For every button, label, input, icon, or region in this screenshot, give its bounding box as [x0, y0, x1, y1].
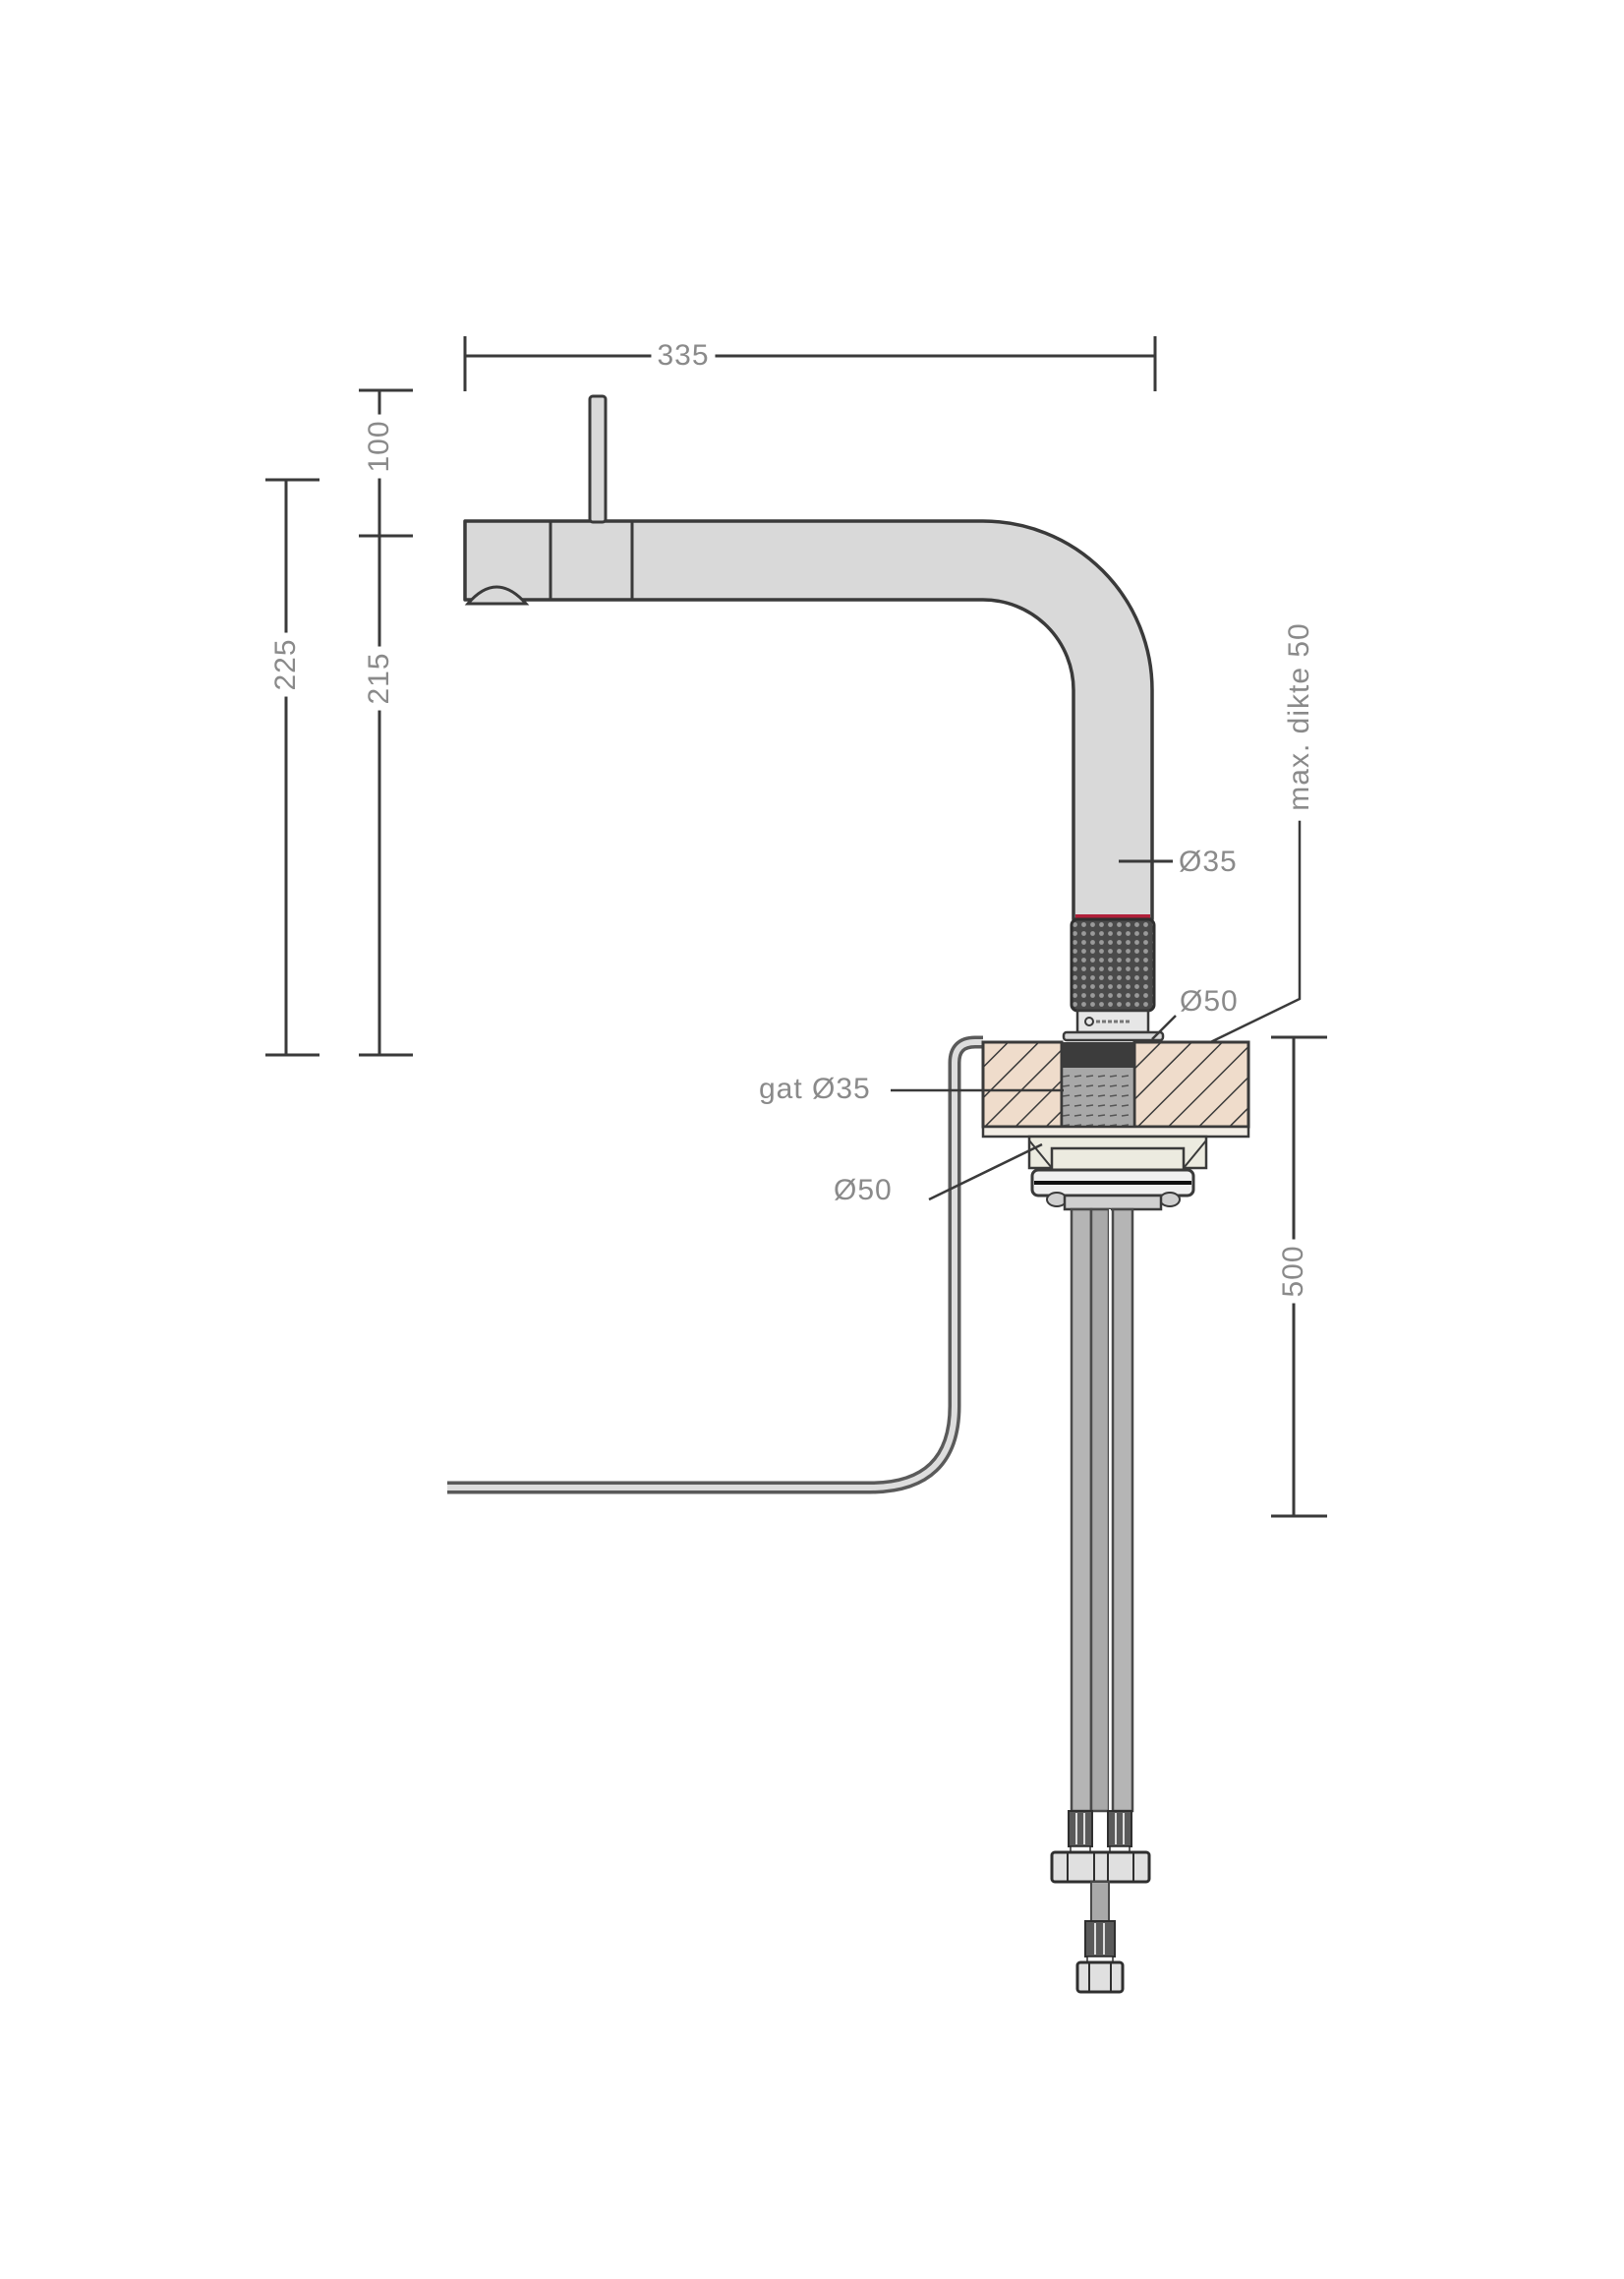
countertop — [891, 1040, 1250, 1129]
dimension-label-100: 100 — [363, 414, 395, 479]
callout-tube-diameter: Ø35 — [1179, 846, 1238, 878]
dimension-335 — [463, 336, 1157, 391]
mounting-nut — [928, 1125, 1250, 1211]
thickness-leader — [1193, 814, 1302, 1052]
dimension-500 — [1271, 1035, 1327, 1518]
dimension-225 — [265, 478, 319, 1057]
dimension-label-500: 500 — [1277, 1239, 1309, 1304]
callout-hole-diameter: gat Ø35 — [759, 1073, 871, 1105]
callout-collar-diameter: Ø50 — [1180, 985, 1239, 1018]
pull-out-hose — [447, 1035, 983, 1494]
supply-hoses — [1050, 1207, 1151, 1994]
dimension-label-335: 335 — [651, 341, 716, 371]
dimension-100-215 — [359, 388, 413, 1057]
dimension-label-215: 215 — [363, 646, 395, 711]
callout-underside-diameter: Ø50 — [834, 1174, 893, 1206]
dimension-label-225: 225 — [269, 632, 302, 697]
handle-lever — [588, 394, 608, 524]
knurled-collar — [1062, 914, 1177, 1042]
spout — [463, 519, 1154, 921]
dimension-label-max-thickness: max. dikte 50 — [1283, 613, 1315, 821]
